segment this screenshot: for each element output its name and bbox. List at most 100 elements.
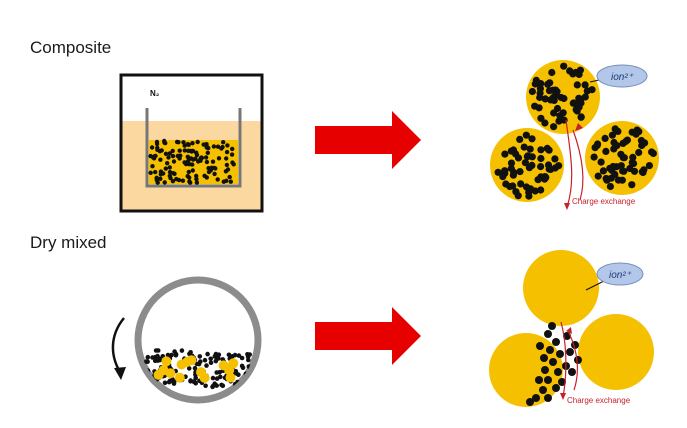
dry-mixed-particles [489,250,654,407]
suspended-particle [153,169,158,175]
suspended-particle [162,138,167,144]
embedded-particle [502,180,510,188]
mill-gold-particle [218,360,229,371]
embedded-particle [507,159,516,167]
embedded-particles-3 [590,125,658,191]
red-right-arrow-icon [315,111,421,169]
suspended-particle [225,143,230,148]
suspended-particle [176,140,181,145]
dry-ion: ion²⁺ [585,262,644,291]
suspended-particle [224,156,229,161]
embedded-particle [575,70,583,78]
mill-powder-particle [214,383,219,388]
suspended-particle [224,178,229,183]
embedded-particle [549,86,557,94]
composite-title: Composite [30,38,112,57]
embedded-particle [531,80,539,88]
dry-black-particle [526,398,534,406]
suspended-particle [227,174,232,180]
mill-powder-particle [247,352,252,357]
embedded-particle [537,114,545,122]
suspended-particle [215,144,221,149]
suspended-particle [187,162,192,167]
suspended-particle [194,180,200,185]
embedded-particle [649,149,658,157]
mill-powder-particle [214,370,219,375]
suspended-particle [230,160,235,165]
suspended-particle [185,154,190,159]
embedded-particle [537,154,545,163]
suspended-particle [185,142,191,147]
mill-powder-particle [172,349,177,354]
suspended-particle [210,159,216,164]
embedded-particle [628,159,636,167]
embedded-particle [522,131,530,139]
ion-label: ion²⁺ [609,270,632,281]
mill-powder-particle [208,360,214,366]
suspended-particle [177,148,182,153]
embedded-particle [577,113,585,121]
nitrogen-label: N₂ [150,89,160,98]
embedded-particle [606,182,615,191]
embedded-particle [560,94,568,103]
suspended-particle [158,169,164,174]
mill-gold-particle [199,372,210,383]
suspended-particle [190,141,195,146]
suspended-particle [163,166,168,171]
suspended-particle [149,145,155,150]
suspended-particle [194,173,199,179]
embedded-particle [641,139,649,147]
mill-powder-particle [173,353,179,358]
suspended-particle [211,144,217,149]
mill-powder-particle [192,365,198,371]
mill-gold-particle [225,372,236,383]
dry-black-particle [558,378,566,386]
mill-gold-particle [176,359,187,370]
suspended-particle [216,156,222,161]
suspended-particle [150,155,156,160]
mill-powder-particle [210,375,216,381]
dry-black-particle [556,350,564,358]
suspended-particle [224,149,230,155]
mill-powder-particle [198,359,203,364]
mill-powder-particle [152,358,158,364]
suspended-particle [167,173,172,179]
mill-powder-particle [188,350,193,355]
embedded-particle [622,137,630,146]
suspended-particle [148,170,153,175]
suspended-particle [167,169,173,175]
embedded-particle [494,168,502,176]
suspended-particle [165,161,170,166]
mill-powder-particle [162,380,168,386]
embedded-particle [537,163,545,171]
dry-black-particles [526,322,582,406]
dry-black-particle [552,338,560,346]
embedded-particle [536,93,544,102]
embedded-particle [570,99,578,107]
mill-gold-particle [165,368,176,379]
suspended-particle [166,155,171,160]
suspended-particle [159,148,164,153]
embedded-particle [521,159,530,167]
suspended-particle [180,178,186,183]
dry-particle-2 [489,333,563,407]
beaker [145,108,242,188]
embedded-particle [555,162,563,170]
dry-charge-exchange-label: Charge exchange [567,396,631,405]
embedded-particle [522,183,531,191]
dry-black-particle [539,386,547,394]
embedded-particle [635,128,643,136]
embedded-particles-2 [494,131,563,200]
suspended-particle [182,148,187,153]
mill-powder-particle [186,366,192,371]
dry-black-particle [544,330,552,338]
suspended-particle [209,165,214,170]
mill-powder-particle [239,363,245,369]
dry-particle-3 [578,314,654,390]
mill-powder-particle [233,368,239,374]
suspended-particle [194,176,199,182]
embedded-particle [550,109,558,117]
dry-black-particle [549,358,557,366]
